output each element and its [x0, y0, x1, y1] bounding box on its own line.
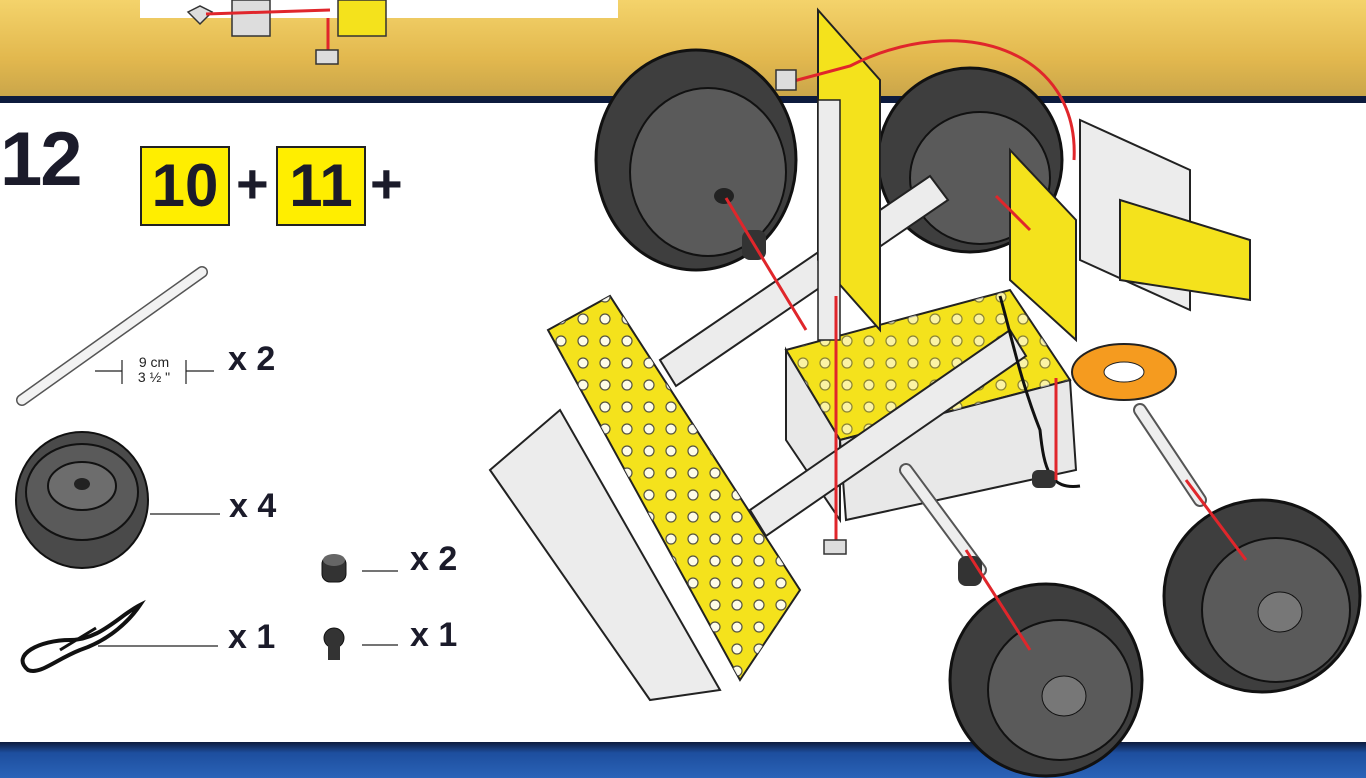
step-number: 12 [0, 120, 81, 200]
rod-quantity: x 2 [228, 340, 275, 378]
rod-length-imperial: 3 ½ " [134, 370, 174, 384]
plus-sign: + [236, 152, 269, 216]
cord-clip-icon [324, 628, 398, 660]
front-axle-rods [742, 230, 1200, 586]
clip-quantity: x 1 [410, 616, 457, 654]
step-separator [0, 96, 1366, 103]
plus-sign: + [370, 152, 403, 216]
assembly-guide-lines [726, 41, 1246, 650]
assembly-illustration [490, 10, 1360, 776]
collar-spacer-icon [322, 554, 398, 582]
blade-plate [490, 296, 800, 700]
string-cord-icon [23, 605, 218, 671]
axle-rod-icon [22, 272, 214, 400]
pulley-wheel [1072, 344, 1176, 400]
wheel-icon [16, 432, 220, 568]
wheel-front-right [1164, 500, 1360, 692]
lift-arms [660, 176, 1026, 536]
wheel-quantity: x 4 [229, 487, 276, 525]
string-winding [1000, 296, 1080, 488]
spacer-quantity: x 2 [410, 540, 457, 578]
previous-step-ref-2: 11 [276, 146, 366, 226]
bottom-color-band [0, 742, 1366, 778]
previous-step-ref-1: 10 [140, 146, 230, 226]
chassis [786, 290, 1076, 520]
string-quantity: x 1 [228, 618, 275, 656]
previous-step-panel [140, 0, 618, 18]
rod-length-metric: 9 cm [134, 355, 174, 369]
